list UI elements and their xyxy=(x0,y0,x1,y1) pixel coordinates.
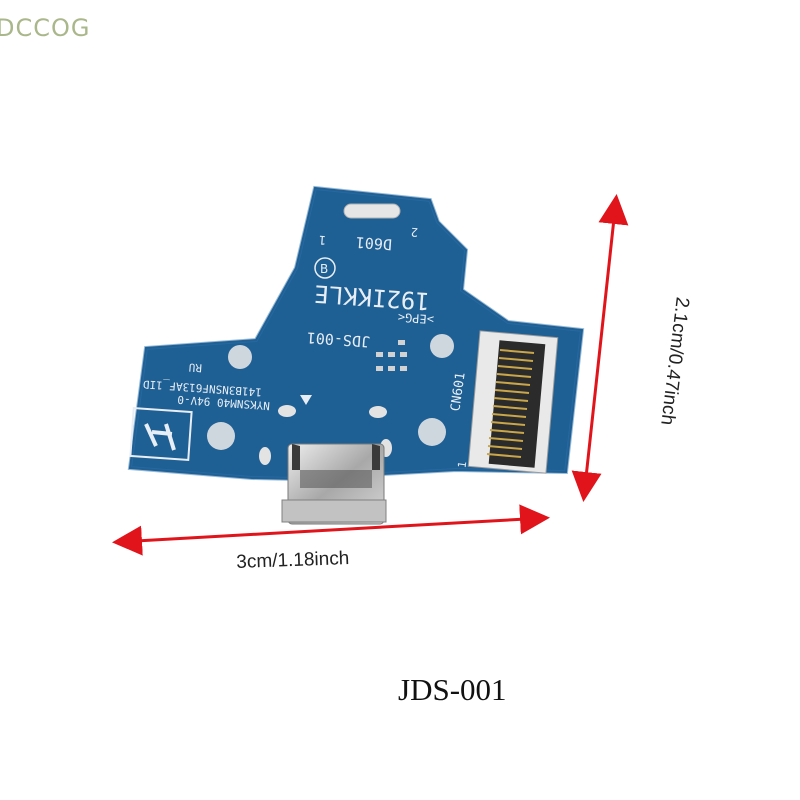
pcb-text-line2: NYKSNM40 94V-0 xyxy=(177,393,270,412)
pcb-text-diode: D601 xyxy=(355,233,392,253)
width-label: 3cm/1.18inch xyxy=(236,548,350,573)
width-dimension-arrow xyxy=(112,504,550,556)
micro-usb-port xyxy=(281,443,387,525)
pcb-board: D601 1 2 192IKKLE >EPG< JDS-001 CN601 14… xyxy=(127,185,585,483)
pcb-text-model: JDS-001 xyxy=(306,328,370,350)
pcb-text-pin1-conn: 1 xyxy=(456,461,470,469)
pcb-text-pin2-top: 2 xyxy=(410,225,418,239)
pcb-logo xyxy=(129,406,193,462)
ffc-connector xyxy=(467,330,559,474)
pcb-text-circle-mark: B xyxy=(320,262,328,276)
height-dimension-arrow xyxy=(571,194,629,502)
pcb-text-pin1-top: 1 xyxy=(318,233,326,247)
pcb-text-ul: RU xyxy=(188,361,202,375)
product-caption: JDS-001 xyxy=(398,672,507,707)
pcb-text-material: >EPG< xyxy=(397,310,434,326)
pcb-text-connector: CN601 xyxy=(448,372,468,413)
watermark-text: DCCOG xyxy=(0,14,91,42)
